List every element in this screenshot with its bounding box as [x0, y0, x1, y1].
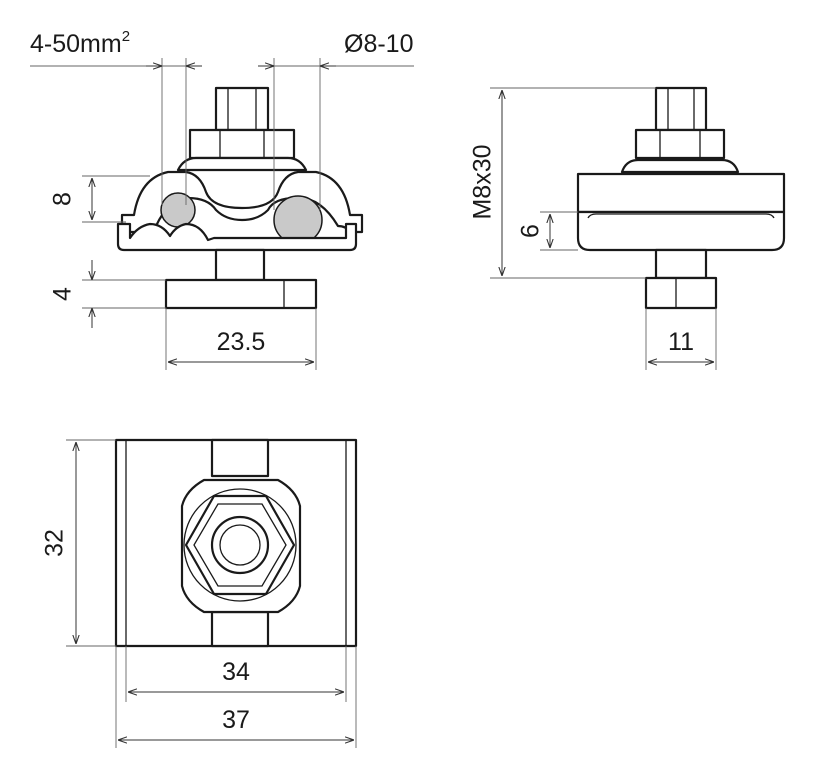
nut-width-label: 11	[668, 328, 694, 356]
side-bolt-shank	[654, 248, 708, 280]
side-bottom-nut	[644, 276, 718, 310]
overall-width-label: 37	[222, 706, 250, 734]
side-bolt-stud	[654, 86, 708, 132]
clamp-height-label: 8	[49, 192, 77, 206]
front-view-dimensions: 4-50mm2 Ø8-10 8 4 23.5	[30, 28, 414, 370]
base-width-label: 23.5	[217, 328, 266, 356]
top-view	[114, 438, 358, 648]
top-view-dimensions: 32 34 37	[41, 439, 357, 748]
bolt-size-label: M8x30	[469, 144, 497, 219]
side-upper-body	[576, 172, 786, 214]
side-hex-nut	[634, 128, 726, 160]
front-view	[116, 86, 364, 310]
upper-clamp	[120, 170, 364, 234]
base-plate	[164, 278, 318, 310]
bolt-shank	[214, 248, 266, 282]
jaw-height-label: 6	[517, 224, 545, 238]
washer	[176, 156, 308, 172]
rib-bottom	[210, 610, 270, 648]
conductor-small	[160, 192, 196, 228]
plate-depth-label: 32	[41, 529, 69, 557]
rib-top	[210, 438, 270, 478]
side-lower-jaw	[576, 210, 786, 252]
side-washer	[620, 158, 740, 174]
side-view-dimensions: M8x30 6 11	[469, 87, 717, 370]
diameter-range-label: Ø8-10	[344, 30, 413, 58]
side-view	[576, 86, 786, 310]
conductor-range-label: 4-50mm2	[30, 28, 130, 58]
bolt-stud	[214, 86, 270, 132]
plate-width-label: 34	[222, 658, 250, 686]
conductor-large	[273, 195, 323, 245]
base-thickness-label: 4	[49, 287, 77, 301]
hex-nut	[188, 128, 296, 160]
